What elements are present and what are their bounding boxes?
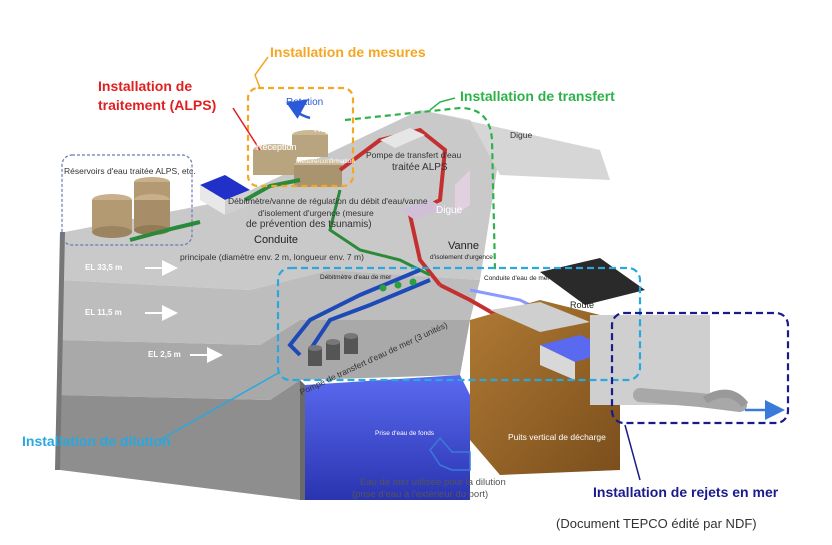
label-debitmetre-1: Débitmètre/vanne de régulation du débit … bbox=[228, 196, 428, 206]
label-reception: Réception bbox=[256, 142, 297, 152]
leader-rejets bbox=[624, 424, 641, 481]
dike-structures bbox=[380, 128, 470, 220]
dike-wall bbox=[455, 170, 470, 215]
left-edge bbox=[55, 232, 65, 470]
label-conduite-dims: principale (diamètre env. 2 m, longueur … bbox=[180, 252, 364, 262]
callout-dilution: Installation de dilution bbox=[22, 433, 171, 449]
lower-terrace bbox=[60, 320, 470, 400]
callout-rejets: Installation de rejets en mer bbox=[593, 484, 779, 500]
frame-rejets bbox=[610, 311, 790, 425]
label-el-33: EL 33,5 m bbox=[85, 263, 123, 272]
seawater-intake-arrow bbox=[429, 436, 471, 471]
alps-roof bbox=[200, 175, 250, 200]
alps-wall-right bbox=[225, 190, 250, 215]
label-eau-mer-2: (prise d'eau à l'extérieur du port) bbox=[352, 489, 489, 500]
outfall-elbow bbox=[702, 389, 749, 408]
label-pompe-transfert-1: Pompe de transfert d'eau bbox=[366, 150, 462, 160]
alps-wall-left bbox=[200, 185, 225, 215]
valve-1 bbox=[379, 284, 387, 292]
reservoirs bbox=[61, 154, 193, 246]
source-caption: (Document TEPCO édité par NDF) bbox=[556, 516, 757, 531]
sea-water-pumps bbox=[308, 333, 358, 366]
callout-traitement-line2: traitement (ALPS) bbox=[98, 97, 217, 113]
valve-2 bbox=[394, 281, 402, 289]
tank-mesure-body bbox=[294, 165, 342, 187]
road-platform bbox=[490, 302, 590, 332]
label-el-2: EL 2,5 m bbox=[148, 350, 181, 359]
label-rotation: Rotation bbox=[286, 97, 324, 108]
tank-reception-body bbox=[253, 150, 297, 175]
label-conduite-mer: Conduite d'eau de mer bbox=[484, 275, 550, 282]
pump-2 bbox=[326, 342, 340, 360]
reservoirs-frame bbox=[61, 154, 193, 246]
upper-plateau bbox=[60, 110, 500, 290]
label-debitmetre-2: d'isolement d'urgence (mesure bbox=[258, 208, 374, 218]
label-reservoirs: Réservoirs d'eau traitée ALPS, etc. bbox=[64, 166, 196, 176]
frame-dilution bbox=[276, 266, 642, 382]
label-conduite: Conduite bbox=[254, 234, 299, 246]
leader-measures bbox=[254, 56, 269, 89]
label-digue-top: Digue bbox=[510, 130, 533, 140]
outfall-pipe bbox=[633, 388, 747, 412]
earth-block bbox=[470, 258, 749, 475]
callout-measures: Installation de mesures bbox=[270, 44, 426, 60]
leader-transfert bbox=[429, 97, 456, 111]
green-pipe-3 bbox=[328, 189, 431, 277]
valve-3 bbox=[409, 278, 417, 286]
transfer-pump-house bbox=[380, 128, 425, 148]
label-digue: Digue bbox=[436, 205, 463, 216]
blue-pipe-2 bbox=[308, 278, 431, 352]
frame-measures bbox=[246, 86, 355, 188]
pump-3-top bbox=[344, 333, 358, 339]
leader-traitement bbox=[232, 107, 261, 151]
callout-traitement-line1: Installation de bbox=[98, 78, 193, 94]
top-right-block bbox=[420, 110, 610, 180]
front-wall bbox=[60, 380, 300, 500]
label-rejet: Rejet bbox=[314, 124, 336, 134]
label-debitmetre-3: de prévention des tsunamis) bbox=[246, 219, 372, 230]
leader-dilution bbox=[159, 371, 281, 441]
label-mesure-confirmation: Mesure/confirmation bbox=[296, 158, 355, 165]
dike-block bbox=[400, 200, 445, 220]
label-eau-mer-1: Eau de mer utilisée pour la dilution bbox=[360, 477, 506, 488]
rotation-arrow bbox=[286, 99, 311, 120]
label-el-11: EL 11,5 m bbox=[85, 308, 122, 317]
green-pipe-1 bbox=[129, 220, 201, 242]
measurement-tanks bbox=[253, 130, 342, 187]
pump-1-top bbox=[308, 345, 322, 351]
tank-1-bottom bbox=[92, 226, 132, 238]
elevation-markers bbox=[145, 260, 223, 363]
pump-3 bbox=[344, 336, 358, 354]
tank-rejet-body bbox=[292, 135, 328, 157]
label-prise-eau: Prise d'eau de fonds bbox=[375, 430, 435, 437]
pump-2-top bbox=[326, 339, 340, 345]
basin-wall bbox=[300, 380, 305, 500]
frame-transfert bbox=[344, 106, 497, 271]
label-debitmetre-mer: Débitmètre d'eau de mer bbox=[320, 274, 392, 281]
label-pompe-transfert-2: traitée ALPS bbox=[392, 162, 448, 173]
green-pipe-2 bbox=[244, 178, 301, 202]
discharge-shaft-wall bbox=[540, 345, 575, 380]
dilution-basin bbox=[305, 375, 470, 500]
valves bbox=[379, 278, 417, 292]
road-surface bbox=[540, 258, 645, 305]
callout-transfert: Installation de transfert bbox=[460, 88, 615, 104]
pump-1 bbox=[308, 348, 322, 366]
alps-building bbox=[200, 175, 250, 215]
label-puits: Puits vertical de décharge bbox=[508, 432, 606, 442]
label-route: Route bbox=[570, 300, 595, 310]
label-vanne-sub: d'isolement d'urgence bbox=[430, 254, 493, 261]
label-vanne: Vanne bbox=[448, 240, 479, 252]
